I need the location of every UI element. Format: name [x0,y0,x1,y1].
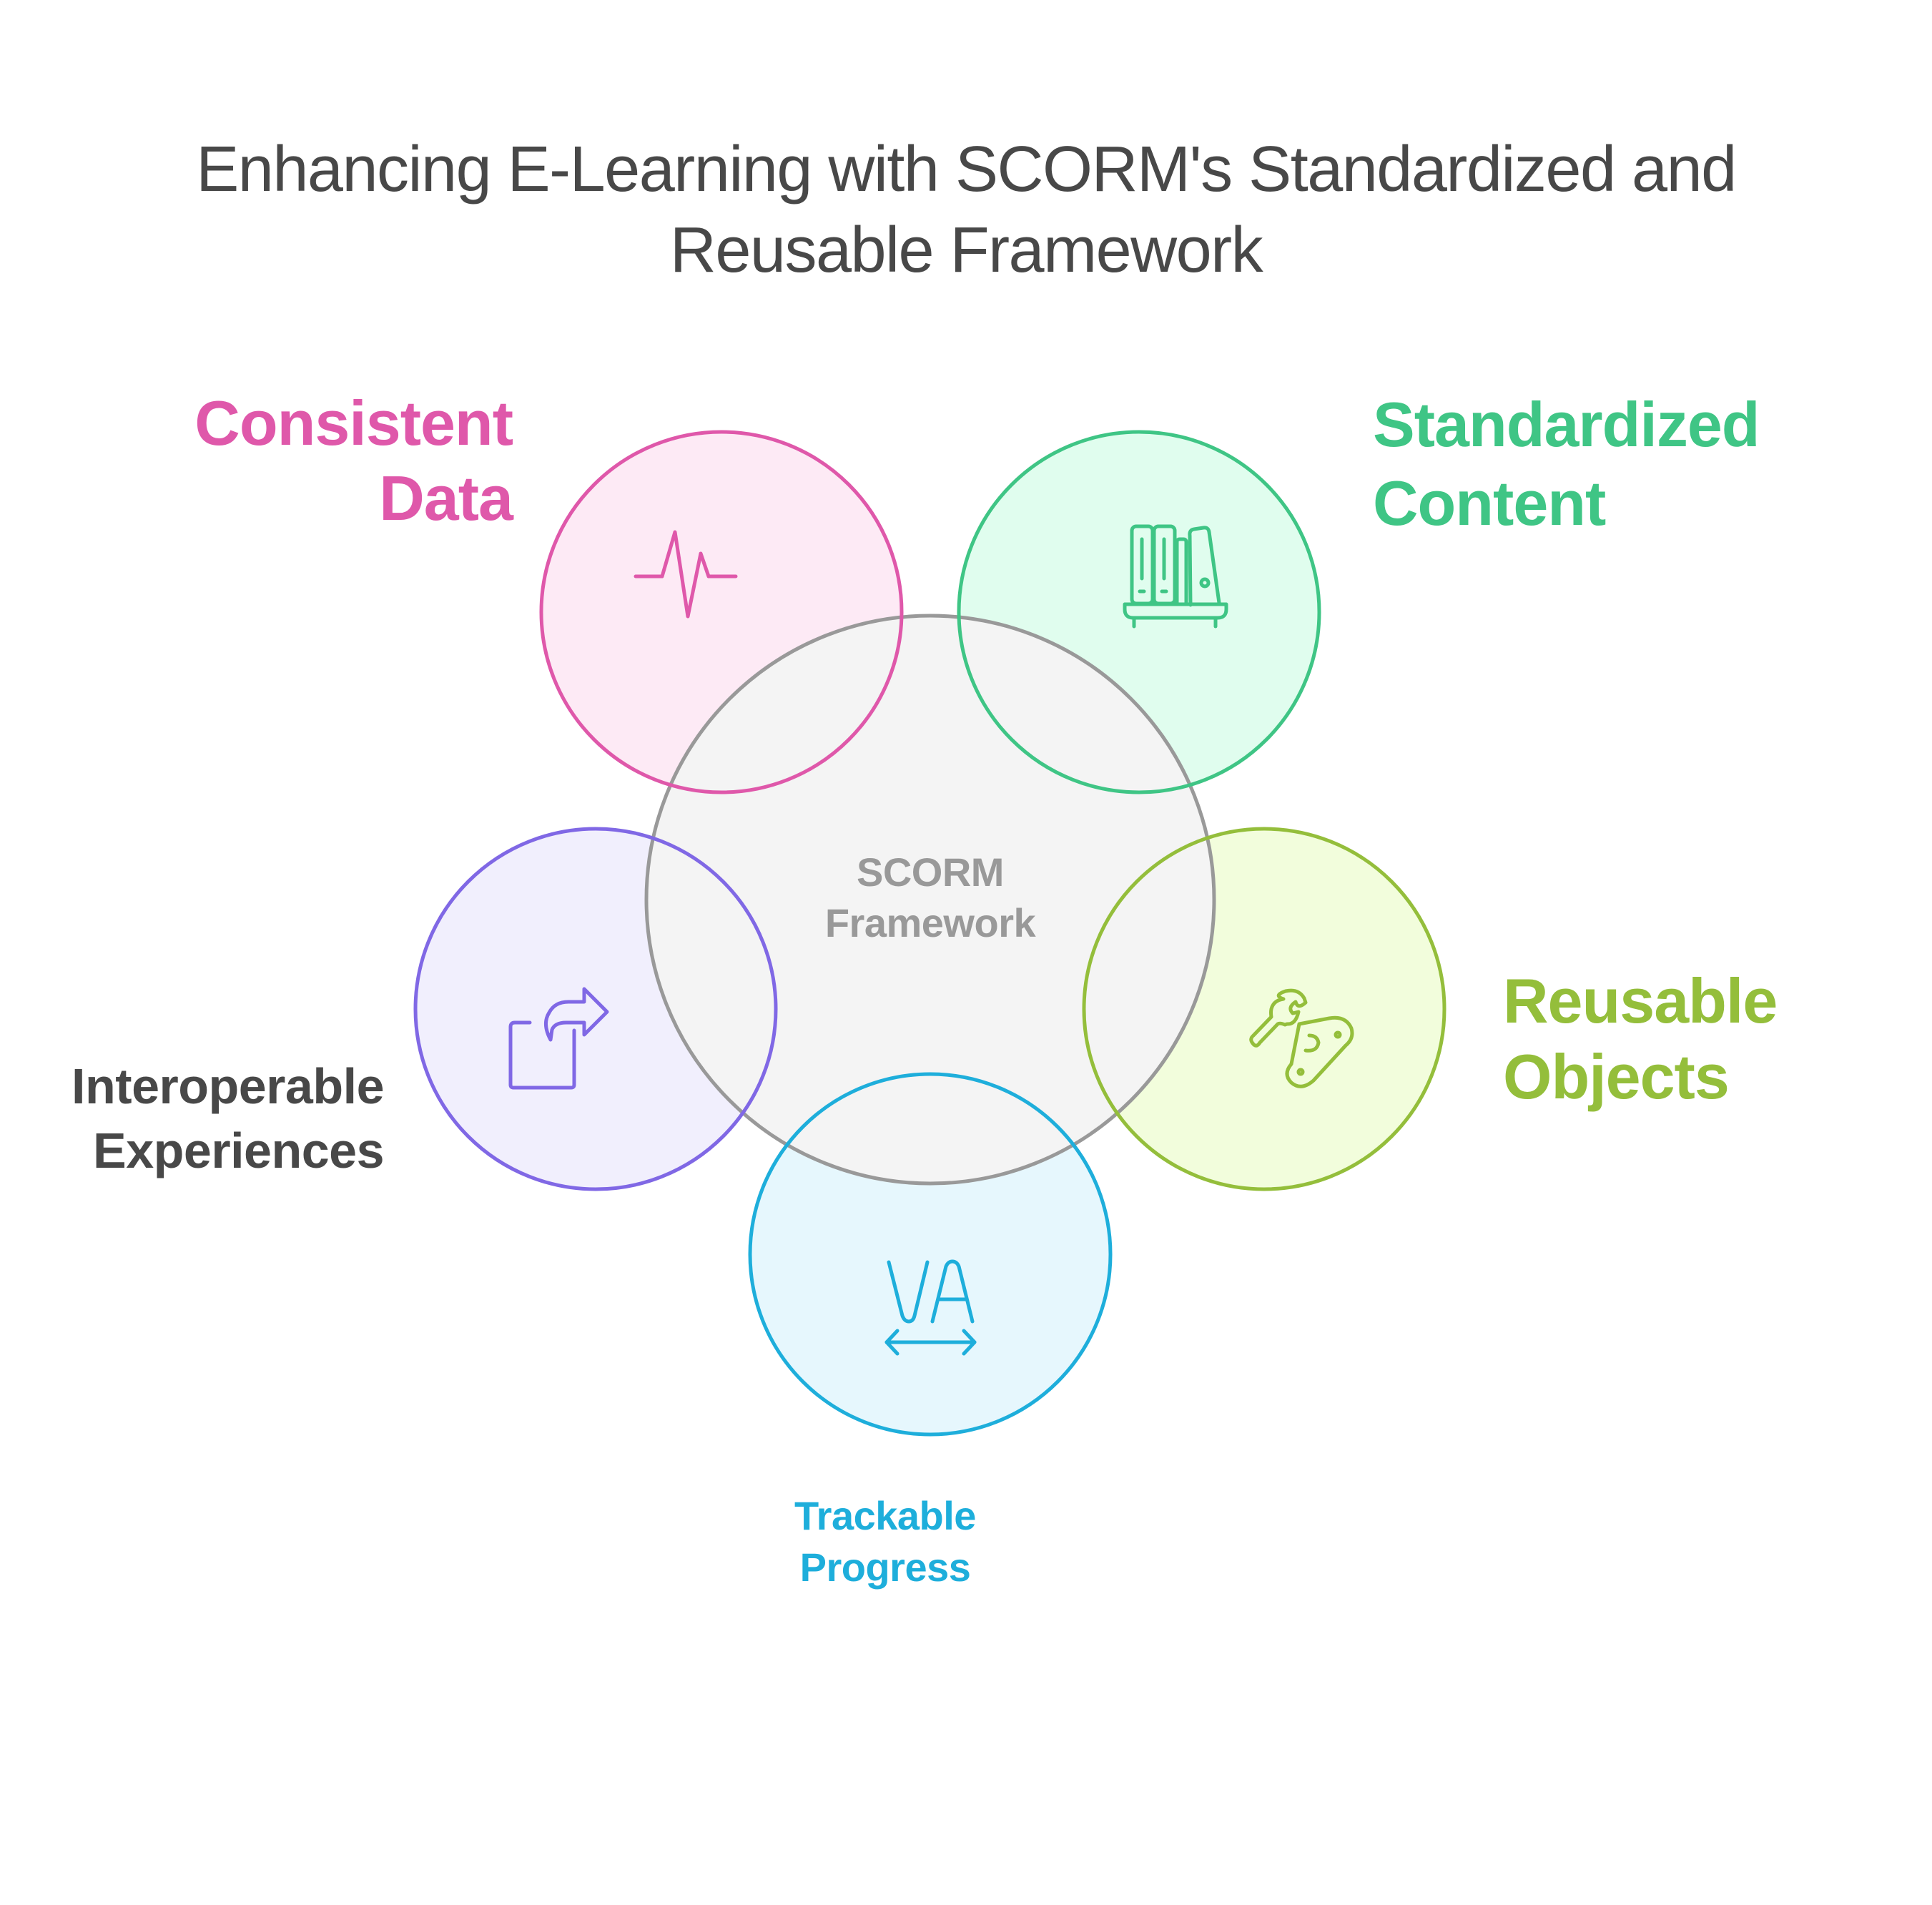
bookshelf-icon [1123,524,1228,629]
trackable-progress-label: Trackable Progress [742,1496,1028,1599]
outer-circle-strokes [413,430,1446,1437]
label-line: Interoperable [72,1058,384,1114]
center-label-line-2: Framework [824,900,1036,945]
label-line: Trackable [794,1493,976,1538]
reusable-objects-circle [1082,827,1446,1191]
label-line: Experiences [93,1123,384,1178]
standardized-content-label: Standardized Content [1373,393,1760,551]
scorm-framework-circle [644,614,1216,1186]
label-line: Data [379,463,513,533]
label-line: Progress [799,1545,971,1590]
diagram-title-line-2: Reusable Framework [669,215,1263,286]
center-label-line-1: SCORM [857,850,1004,895]
reusable-objects-label: Reusable Objects [1503,965,1778,1121]
standardized-content-circle [957,430,1321,794]
label-line: Consistent [194,388,513,458]
consistent-data-circle [539,430,904,794]
label-line: Objects [1503,1041,1730,1112]
consistent-data-label: Consistent Data [194,392,513,542]
text-width-icon [884,1259,977,1356]
diagram-title-line-1: Enhancing E-Learning with SCORM's Standa… [196,134,1737,205]
label-line: Reusable [1503,965,1778,1036]
scorm-framework-label: SCORM Framework [751,852,1109,954]
tools-icon [1249,988,1354,1088]
label-line: Standardized [1373,389,1760,460]
label-line: Content [1373,468,1606,538]
heartbeat-icon [634,530,738,619]
interoperable-experiences-circle [413,827,778,1191]
share-export-icon [508,987,609,1090]
trackable-progress-circle [748,1072,1113,1437]
interoperable-experiences-label: Interoperable Experiences [72,1061,384,1190]
